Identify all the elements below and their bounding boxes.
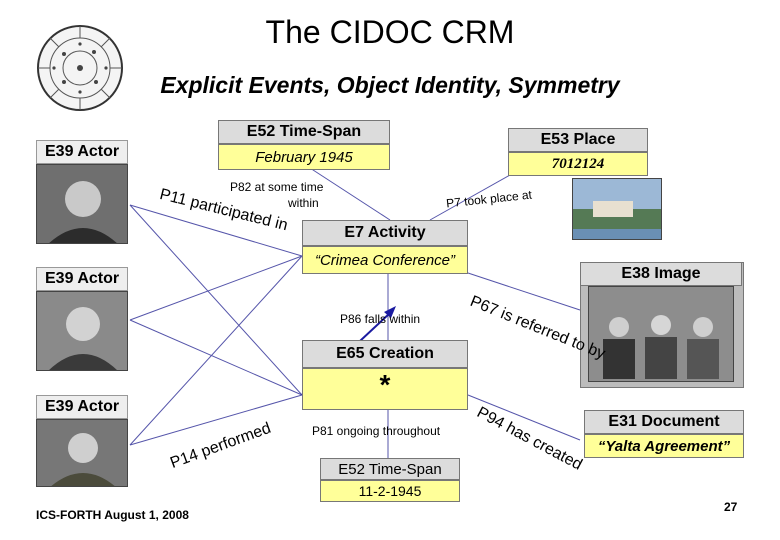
actor-photo-3	[36, 419, 128, 487]
line-actor2-creation	[129, 319, 303, 396]
line-actor3-creation	[129, 394, 303, 446]
line-creation-document	[467, 394, 581, 441]
place-value: 7012124	[508, 152, 648, 176]
relation-p82-within: within	[288, 196, 319, 210]
actor-photo-2	[36, 291, 128, 371]
document-value: “Yalta Agreement”	[584, 434, 744, 458]
timespan-bottom-header: E52 Time-Span	[320, 458, 460, 480]
line-actor3-activity	[129, 255, 303, 446]
place-header: E53 Place	[508, 128, 648, 152]
page-subtitle: Explicit Events, Object Identity, Symmet…	[160, 72, 620, 98]
relation-p86: P86 falls within	[340, 312, 421, 326]
image-header: E38 Image	[580, 262, 742, 286]
image-photo	[588, 286, 734, 382]
page-title: The CIDOC CRM	[265, 14, 515, 50]
line-actor2-activity	[129, 255, 303, 321]
line-actor1-creation	[129, 204, 303, 396]
line-place-activity	[429, 174, 511, 221]
timespan-top-value: February 1945	[218, 144, 390, 170]
place-photo	[572, 178, 662, 240]
arrow-head	[384, 306, 396, 318]
creation-value: *	[302, 368, 468, 410]
activity-header: E7 Activity	[302, 220, 468, 246]
line-actor1-activity	[129, 204, 303, 257]
actor-label-2: E39 Actor	[36, 267, 128, 291]
line-activity-image	[467, 272, 581, 311]
actor-photo-1	[36, 164, 128, 244]
footer-text: ICS-FORTH August 1, 2008	[36, 508, 189, 522]
timespan-bottom-value: 11-2-1945	[320, 480, 460, 502]
document-header: E31 Document	[584, 410, 744, 434]
actor-label-1: E39 Actor	[36, 140, 128, 164]
activity-value: “Crimea Conference”	[302, 246, 468, 274]
actor-label-3: E39 Actor	[36, 395, 128, 419]
creation-header: E65 Creation	[302, 340, 468, 368]
line-timespan-activity	[309, 167, 391, 221]
relation-p81: P81 ongoing throughout	[312, 424, 441, 438]
phaistos-disc-logo	[37, 25, 123, 111]
timespan-top-header: E52 Time-Span	[218, 120, 390, 144]
relation-p82: P82 at some time	[230, 180, 324, 194]
page-number: 27	[724, 500, 738, 514]
